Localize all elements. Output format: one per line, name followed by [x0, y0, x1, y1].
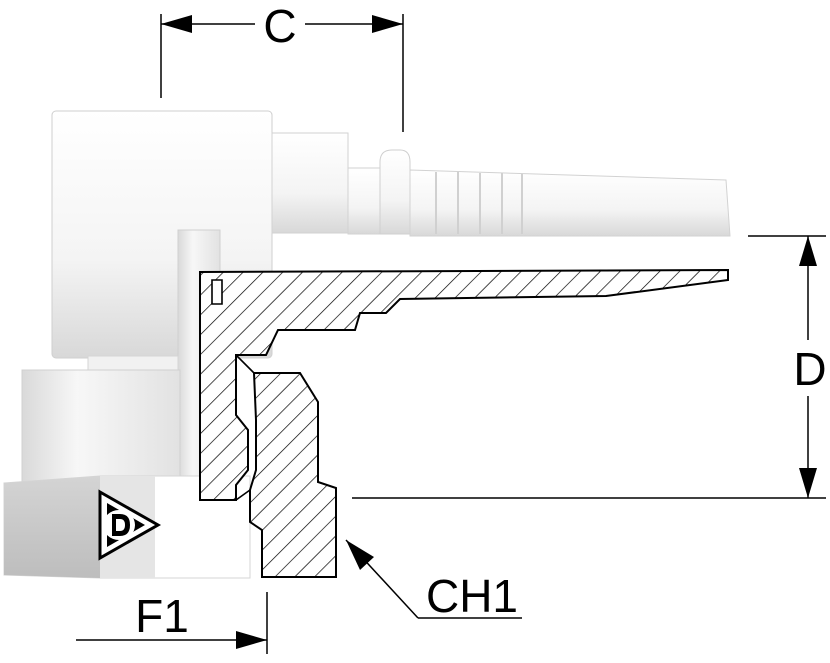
- dim-f1-label: F1: [135, 590, 189, 642]
- ch1-arrow: [346, 540, 374, 570]
- ch1-label: CH1: [426, 570, 518, 622]
- dim-d-arrow-top: [799, 236, 817, 266]
- dimension-d: D: [352, 235, 827, 499]
- transition-ring: [347, 167, 381, 235]
- swivel-nut-body: [21, 369, 181, 483]
- barb-grooves: [435, 172, 523, 234]
- dunlop-logo: [98, 489, 162, 561]
- elbow-neck: [271, 132, 349, 234]
- dim-c-label: C: [263, 0, 296, 52]
- hex-nut-face: [4, 476, 100, 578]
- section-view: [199, 268, 729, 578]
- dim-c-arrow-right: [372, 15, 403, 33]
- dim-f1-arrow: [236, 631, 267, 649]
- nut-wall-section: [249, 372, 337, 578]
- dim-c-arrow-left: [161, 15, 192, 33]
- hose-tail: [409, 169, 731, 237]
- dimension-f1: F1: [76, 590, 268, 654]
- section-notch: [211, 279, 223, 305]
- leader-ch1: CH1: [345, 539, 522, 622]
- dimension-c: C: [160, 0, 404, 132]
- dim-d-arrow-bottom: [799, 468, 817, 498]
- elbow-wall-section: [199, 268, 729, 501]
- dim-d-label: D: [793, 343, 826, 395]
- hose-collar: [379, 149, 411, 235]
